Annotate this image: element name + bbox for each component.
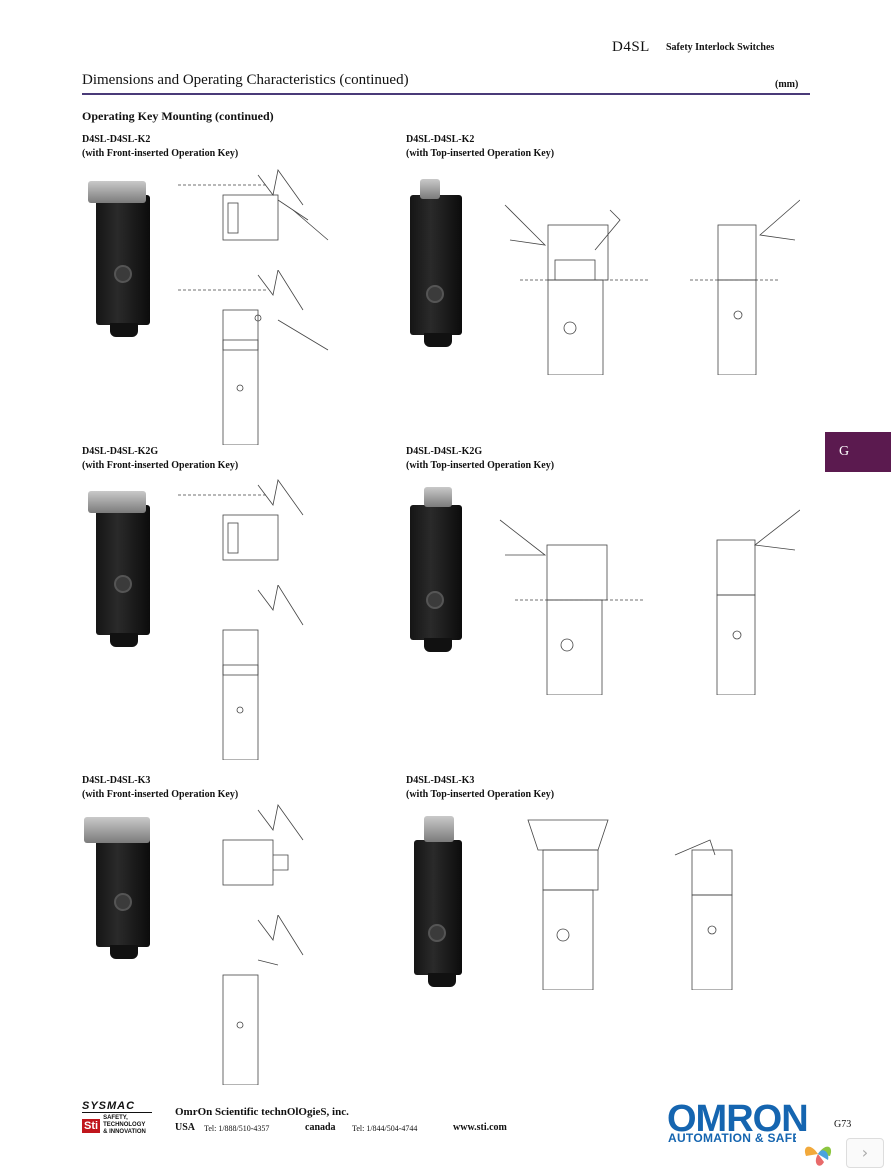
block-desc: (with Top-inserted Operation Key) <box>406 148 555 159</box>
knob <box>114 893 132 911</box>
block-desc: (with Front-inserted Operation Key) <box>82 789 239 800</box>
drawing-k2-front-top-view <box>178 165 348 255</box>
sysmac-sti-logo: SYSMAC Sti SAFETY, TECHNOLOGY & INNOVATI… <box>82 1100 152 1136</box>
omron-tagline: AUTOMATION & SAFETY <box>668 1131 796 1145</box>
product-photo-k2g-top <box>410 487 462 652</box>
key-cap <box>88 181 146 203</box>
section-title: Operating Key Mounting (continued) <box>82 109 274 123</box>
sti-tagline: SAFETY, TECHNOLOGY & INNOVATION <box>103 1115 146 1135</box>
drawing-k3-top-front-view <box>478 810 648 991</box>
drawing-k3-front-side-view <box>178 913 348 1086</box>
sti-mark-icon: Sti <box>82 1118 101 1133</box>
block-k2g-front-title: D4SL-D4SL-K2G (with Front-inserted Opera… <box>82 445 238 473</box>
product-photo-k2-front <box>88 181 150 337</box>
units-label: (mm) <box>775 79 799 90</box>
page-title: Dimensions and Operating Characteristics… <box>82 72 409 88</box>
next-page-button[interactable]: › <box>846 1138 884 1168</box>
header-model: D4SL <box>612 39 650 55</box>
viewer-flower-icon <box>800 1138 836 1170</box>
block-desc: (with Top-inserted Operation Key) <box>406 460 555 471</box>
block-k2-top-title: D4SL-D4SL-K2 (with Top-inserted Operatio… <box>406 133 554 161</box>
footer-usa-tel: Tel: 1/888/510-4357 <box>204 1124 270 1133</box>
key-cap <box>424 816 454 842</box>
knob <box>114 575 132 593</box>
base <box>428 973 456 987</box>
footer-canada-label: canada <box>305 1122 336 1133</box>
page-number: G73 <box>834 1119 852 1130</box>
block-model: D4SL-D4SL-K2G <box>406 446 483 457</box>
product-photo-k3-front <box>84 817 150 959</box>
block-model: D4SL-D4SL-K2 <box>406 134 475 145</box>
block-k2-front-title: D4SL-D4SL-K2 (with Front-inserted Operat… <box>82 133 238 161</box>
footer-company: OmrOn Scientific technOlOgieS, inc. <box>175 1106 349 1118</box>
knob <box>428 924 446 942</box>
key-cap <box>424 487 452 507</box>
block-model: D4SL-D4SL-K3 <box>406 775 475 786</box>
key-cap <box>84 817 150 843</box>
footer-usa-label: USA <box>175 1122 196 1133</box>
knob <box>114 265 132 283</box>
sysmac-logo-text: SYSMAC <box>82 1100 152 1113</box>
drawing-k2-top-front-view <box>500 170 670 376</box>
section-tab[interactable]: G <box>825 432 891 472</box>
base <box>424 333 452 347</box>
drawing-k2g-front-side-view <box>178 583 348 761</box>
block-k3-top-title: D4SL-D4SL-K3 (with Top-inserted Operatio… <box>406 774 554 802</box>
knob <box>426 285 444 303</box>
footer-website-link[interactable]: www.sti.com <box>453 1122 507 1133</box>
title-rule <box>82 93 810 95</box>
product-photo-k3-top <box>414 816 462 987</box>
product-photo-k2g-front <box>88 491 150 647</box>
knob <box>426 591 444 609</box>
base <box>110 633 138 647</box>
key-cap <box>420 179 440 199</box>
key-cap <box>88 491 146 513</box>
header-subtitle: Safety Interlock Switches <box>666 42 775 53</box>
drawing-k2-top-side-view <box>660 170 801 376</box>
block-desc: (with Front-inserted Operation Key) <box>82 460 239 471</box>
block-model: D4SL-D4SL-K2 <box>82 134 151 145</box>
drawing-k2g-top-side-view <box>655 480 801 696</box>
block-k3-front-title: D4SL-D4SL-K3 (with Front-inserted Operat… <box>82 774 238 802</box>
base <box>424 638 452 652</box>
block-model: D4SL-D4SL-K2G <box>82 446 159 457</box>
drawing-k2-front-side-view <box>178 268 348 446</box>
omron-logo: OMRON <box>667 1098 809 1140</box>
block-k2g-top-title: D4SL-D4SL-K2G (with Top-inserted Operati… <box>406 445 554 473</box>
drawing-k2g-front-top-view <box>178 475 378 570</box>
block-model: D4SL-D4SL-K3 <box>82 775 151 786</box>
base <box>110 945 138 959</box>
block-desc: (with Top-inserted Operation Key) <box>406 789 555 800</box>
sti-logo: Sti SAFETY, TECHNOLOGY & INNOVATION <box>82 1115 152 1136</box>
footer-canada-tel: Tel: 1/844/504-4744 <box>352 1124 418 1133</box>
block-desc: (with Front-inserted Operation Key) <box>82 148 239 159</box>
drawing-k3-front-top-view <box>178 800 348 900</box>
drawing-k2g-top-front-view <box>485 485 665 696</box>
product-photo-k2-top <box>410 179 462 347</box>
drawing-k3-top-side-view <box>660 815 800 991</box>
base <box>110 323 138 337</box>
